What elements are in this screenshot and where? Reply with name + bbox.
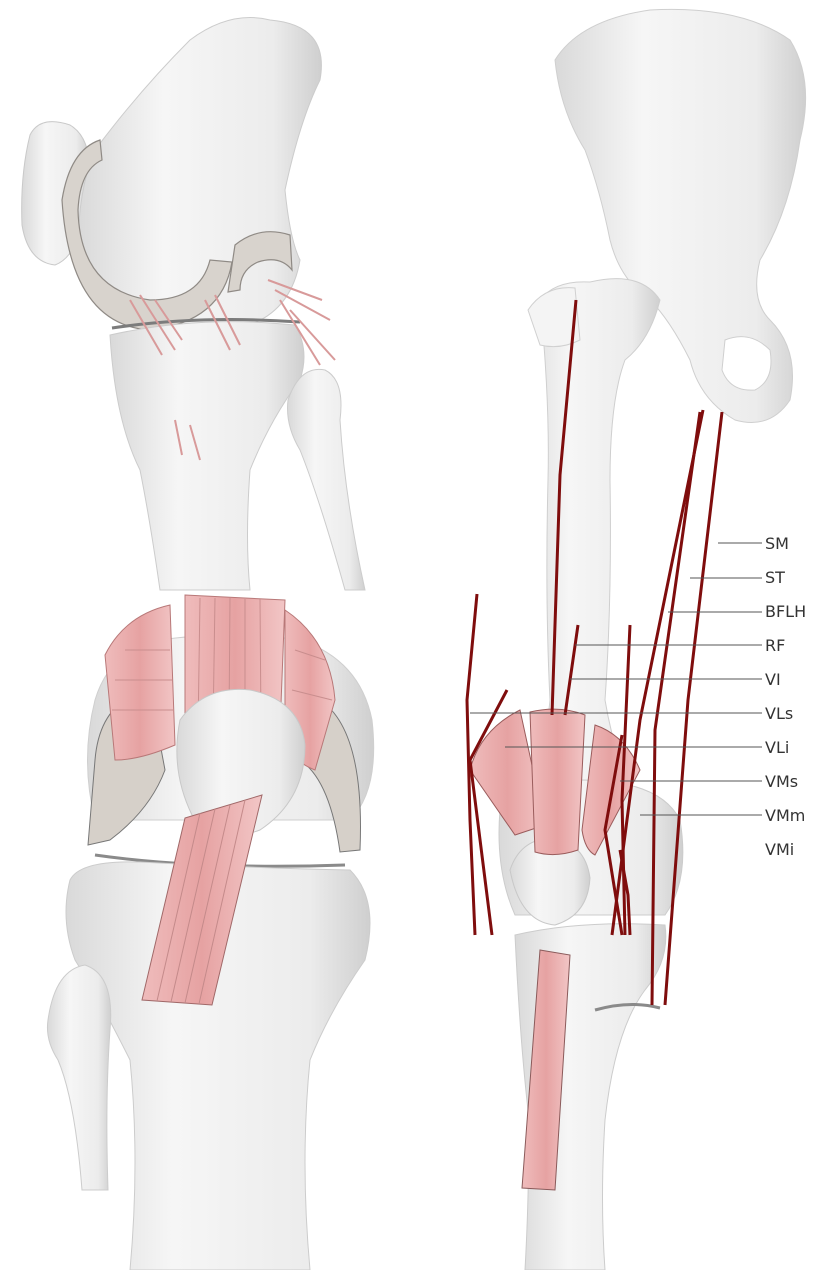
obturator-foramen — [722, 337, 771, 391]
legend-label-rf: RF — [765, 636, 785, 655]
knee-anterior-view — [47, 595, 373, 1270]
legend-label-vli: VLi — [765, 738, 789, 757]
legend-label-bflh: BFLH — [765, 602, 806, 621]
rectus-femoris-fan — [530, 709, 585, 854]
knee-lateral-view — [22, 18, 365, 591]
legend-label-sm: SM — [765, 534, 789, 553]
legend-label-vmm: VMm — [765, 806, 805, 825]
fibula — [288, 369, 366, 590]
legend-label-st: ST — [765, 568, 785, 587]
legend-label-vmi: VMi — [765, 840, 794, 859]
legend-label-vms: VMs — [765, 772, 798, 791]
muscle-legend: SM ST BFLH RF VI VLs VLi VMs VMm VMi — [765, 534, 806, 859]
bflh-line — [652, 412, 700, 1005]
sm-line — [665, 412, 722, 1005]
fibula-anterior — [47, 965, 110, 1190]
vastus-lateralis-element — [105, 605, 175, 760]
hip-to-knee-view — [467, 9, 806, 1270]
legend-label-vi: VI — [765, 670, 781, 689]
legend-label-vls: VLs — [765, 704, 793, 723]
tibia — [110, 322, 304, 590]
